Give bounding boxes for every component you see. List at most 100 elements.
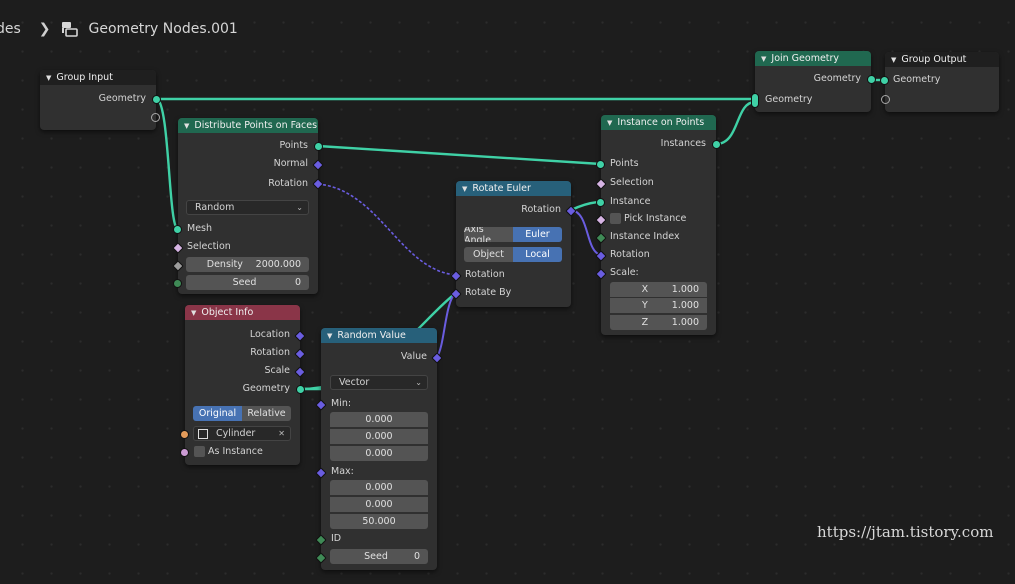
node-header[interactable]: ▼ Distribute Points on Faces (178, 118, 318, 133)
socket-label: Rotate By (465, 287, 512, 298)
max-y-field[interactable]: 0.000 (330, 497, 428, 512)
euler-option[interactable]: Euler (513, 227, 562, 242)
pick-instance-input-socket[interactable] (595, 214, 607, 226)
breadcrumb-prev[interactable]: des (0, 21, 21, 37)
local-option[interactable]: Local (513, 247, 562, 262)
node-header[interactable]: ▼Object Info (185, 305, 300, 320)
node-title: Distribute Points on Faces (194, 120, 318, 131)
chevron-down-icon[interactable]: ▼ (761, 54, 767, 63)
pick-instance-checkbox[interactable] (610, 213, 621, 224)
socket-label: Normal (273, 158, 308, 169)
chevron-down-icon[interactable]: ▼ (891, 55, 897, 64)
max-input-socket[interactable] (315, 467, 327, 479)
chevron-down-icon: ⌄ (296, 203, 303, 212)
rotate-by-input-socket[interactable] (450, 288, 462, 300)
group-input-node[interactable]: ▼Group Input Geometry (40, 70, 161, 130)
min-z-field[interactable]: 0.000 (330, 446, 428, 461)
selection-input-socket[interactable] (172, 242, 184, 254)
geometry-output-socket[interactable] (152, 95, 161, 104)
chevron-down-icon[interactable]: ▼ (327, 331, 333, 340)
node-header[interactable]: ▼ Rotate Euler (456, 181, 571, 196)
points-input-socket[interactable] (596, 160, 605, 169)
socket-label: Min: (331, 398, 352, 409)
instance-index-input-socket[interactable] (595, 232, 607, 244)
axis-angle-option[interactable]: Axis Angle (464, 227, 513, 242)
node-title: Rotate Euler (472, 183, 531, 194)
min-x-field[interactable]: 0.000 (330, 412, 428, 427)
breadcrumb-current[interactable]: Geometry Nodes.001 (88, 21, 238, 37)
instance-input-socket[interactable] (596, 198, 605, 207)
chevron-down-icon[interactable]: ▼ (462, 184, 468, 193)
rotation-input-socket[interactable] (595, 250, 607, 262)
id-input-socket[interactable] (315, 534, 327, 546)
socket-label: Pick Instance (624, 213, 687, 224)
rotation-type-toggle[interactable]: Axis Angle Euler (464, 227, 562, 242)
link-value-rotateby (436, 292, 457, 358)
distribute-method-dropdown[interactable]: Random⌄ (186, 200, 309, 215)
points-output-socket[interactable] (314, 142, 323, 151)
close-icon[interactable]: ✕ (278, 429, 285, 438)
empty-input-socket[interactable] (881, 95, 890, 104)
rotate-euler-node[interactable]: ▼Rotate Euler Rotation Axis Angle Euler … (450, 181, 577, 307)
transform-space-toggle[interactable]: Original Relative (193, 406, 291, 421)
object-input-socket[interactable] (180, 430, 189, 439)
object-info-node[interactable]: ▼Object Info Location Rotation Scale Geo… (180, 305, 306, 465)
geometry-multi-input-socket[interactable] (751, 93, 759, 108)
as-instance-checkbox[interactable] (194, 446, 205, 457)
space-toggle[interactable]: Object Local (464, 247, 562, 262)
density-input-socket[interactable] (172, 260, 184, 272)
empty-output-socket[interactable] (151, 113, 160, 122)
random-value-node[interactable]: ▼Random Value Value Vector⌄ Min: 0.000 0… (315, 328, 443, 570)
rotation-output-socket[interactable] (312, 178, 324, 190)
max-z-field[interactable]: 50.000 (330, 514, 428, 529)
max-x-field[interactable]: 0.000 (330, 480, 428, 495)
rotation-output-socket[interactable] (294, 348, 306, 360)
instance-on-points-node[interactable]: ▼Instance on Points Instances Points Sel… (595, 115, 721, 335)
instances-output-socket[interactable] (712, 140, 721, 149)
node-header[interactable]: ▼Join Geometry (755, 51, 871, 66)
node-header[interactable]: ▼Group Input (40, 70, 156, 85)
socket-label: Points (610, 158, 639, 169)
geometry-output-socket[interactable] (296, 385, 305, 394)
data-type-dropdown[interactable]: Vector⌄ (330, 375, 428, 390)
min-input-socket[interactable] (315, 399, 327, 411)
distribute-points-node[interactable]: ▼Distribute Points on Faces Points Norma… (172, 118, 324, 294)
seed-input-socket[interactable] (173, 279, 182, 288)
node-header[interactable]: ▼Random Value (321, 328, 437, 343)
as-instance-input-socket[interactable] (180, 448, 189, 457)
chevron-down-icon[interactable]: ▼ (46, 73, 52, 82)
min-y-field[interactable]: 0.000 (330, 429, 428, 444)
rotation-input-socket[interactable] (450, 270, 462, 282)
socket-label: Rotation (521, 204, 561, 215)
mesh-input-socket[interactable] (173, 225, 182, 234)
group-output-node[interactable]: ▼Group Output Geometry (880, 52, 999, 112)
location-output-socket[interactable] (294, 330, 306, 342)
rotation-output-socket[interactable] (565, 205, 577, 217)
geometry-input-socket[interactable] (880, 76, 889, 85)
seed-input-socket[interactable] (315, 552, 327, 564)
node-header[interactable]: ▼Instance on Points (601, 115, 716, 130)
selection-input-socket[interactable] (595, 178, 607, 190)
chevron-down-icon: ⌄ (415, 378, 422, 387)
object-picker[interactable]: Cylinder ✕ (193, 426, 291, 441)
original-option[interactable]: Original (193, 406, 242, 421)
scale-output-socket[interactable] (294, 366, 306, 378)
chevron-down-icon[interactable]: ▼ (184, 121, 190, 130)
chevron-down-icon[interactable]: ▼ (607, 118, 613, 127)
value-output-socket[interactable] (431, 352, 443, 364)
normal-output-socket[interactable] (312, 159, 324, 171)
object-option[interactable]: Object (464, 247, 513, 262)
socket-label: Mesh (187, 223, 213, 234)
geometry-output-socket[interactable] (867, 75, 876, 84)
node-header[interactable]: ▼Group Output (885, 52, 999, 67)
join-geometry-node[interactable]: ▼Join Geometry Geometry Geometry (751, 51, 876, 112)
scale-input-socket[interactable] (595, 268, 607, 280)
relative-option[interactable]: Relative (242, 406, 291, 421)
chevron-down-icon[interactable]: ▼ (191, 308, 197, 317)
